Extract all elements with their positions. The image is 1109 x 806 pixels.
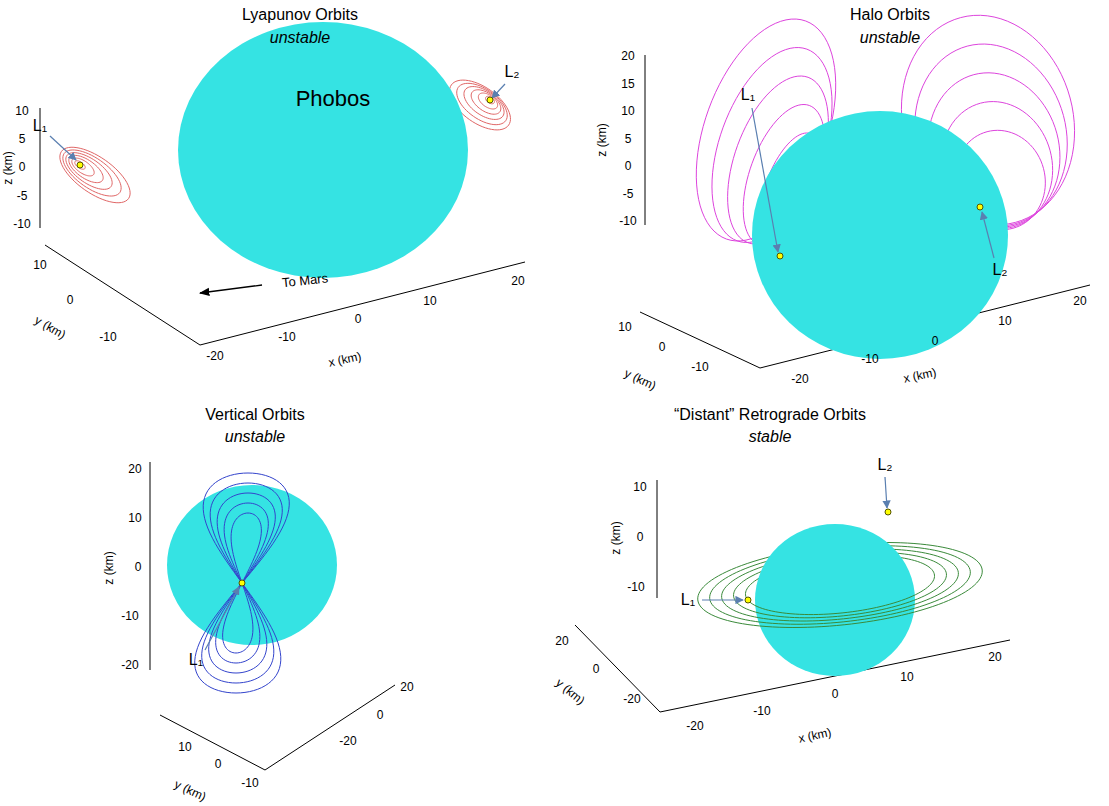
lagrange-label: L₂ [992, 261, 1007, 279]
tick-label: 20 [621, 50, 634, 63]
tick-label: -10 [99, 331, 116, 344]
lagrange-label: L₂ [504, 63, 519, 81]
axis-title: z (km) [610, 521, 623, 554]
axis-title: z (km) [103, 551, 116, 584]
moon-sphere [752, 111, 1008, 359]
stability-note: stable [749, 428, 792, 446]
stability-note: unstable [225, 428, 286, 446]
tick-label: 0 [932, 335, 939, 348]
panel-title: Vertical Orbits [205, 406, 305, 424]
tick-label: -5 [623, 188, 634, 201]
tick-label: -20 [791, 373, 808, 386]
orbit-curves [195, 473, 982, 693]
tick-label: 10 [128, 512, 141, 525]
tick-label: 10 [900, 671, 913, 684]
tick-label: 0 [377, 709, 384, 722]
tick-label: 20 [988, 651, 1001, 664]
tick-label: -10 [619, 215, 636, 228]
tick-label: 10 [998, 315, 1011, 328]
tick-label: 10 [633, 481, 646, 494]
tick-label: -20 [121, 659, 138, 672]
tick-label: 0 [593, 663, 600, 676]
tick-label: -20 [339, 735, 356, 748]
lagrange-label: L₂ [877, 456, 892, 474]
axis-title: y (km) [622, 367, 658, 393]
tick-label: 5 [19, 133, 26, 146]
axis-title: z (km) [596, 123, 609, 156]
lagrange-label: L₁ [741, 86, 755, 104]
lagrange-label: L₁ [189, 651, 203, 669]
tick-label: -10 [861, 353, 878, 366]
moon-sphere: Phobos [178, 22, 488, 278]
axis-title: y (km) [32, 314, 67, 342]
tick-label: 10 [618, 321, 631, 334]
moon-sphere [755, 524, 915, 676]
tick-label: 10 [33, 259, 46, 272]
tick-label: 0 [832, 688, 839, 701]
tick-label: 20 [400, 681, 413, 694]
tick-label: -10 [753, 705, 770, 718]
axis-title: x (km) [797, 726, 832, 746]
tick-label: -5 [17, 190, 28, 203]
tick-label: -10 [278, 331, 295, 344]
tick-label: -20 [686, 720, 703, 733]
tick-label: 0 [355, 313, 362, 326]
tick-label: 10 [15, 105, 28, 118]
stability-note: unstable [860, 29, 921, 47]
axis-title: x (km) [902, 366, 937, 386]
lagrange-label: L₁ [33, 117, 47, 135]
tick-label: 0 [637, 531, 644, 544]
tick-label: 20 [1073, 295, 1086, 308]
body-name: Phobos [178, 22, 488, 112]
panel-title: “Distant” Retrograde Orbits [674, 406, 866, 424]
tick-label: 0 [135, 561, 142, 574]
tick-label: 5 [625, 133, 632, 146]
tick-label: 10 [621, 105, 634, 118]
axis-title: z (km) [2, 151, 15, 184]
tick-label: 10 [423, 295, 436, 308]
tick-label: 15 [621, 78, 634, 91]
axis-title: x (km) [327, 350, 362, 370]
direction-arrow [200, 285, 262, 293]
panel-title: Lyapunov Orbits [242, 6, 358, 24]
tick-label: 20 [511, 275, 524, 288]
tick-label: -10 [13, 218, 30, 231]
tick-label: -10 [121, 610, 138, 623]
stability-note: unstable [270, 29, 331, 47]
tick-label: -20 [206, 350, 223, 363]
tick-label: -20 [623, 693, 640, 706]
tick-label: 0 [659, 341, 666, 354]
tick-label: -10 [691, 361, 708, 374]
axis-title: y (km) [553, 676, 587, 708]
panel-title: Halo Orbits [850, 6, 930, 24]
tick-label: -10 [241, 777, 258, 790]
tick-label: 0 [67, 294, 74, 307]
tick-label: 0 [215, 758, 222, 771]
tick-label: 20 [555, 635, 568, 648]
sphere-outline [178, 22, 468, 278]
tick-label: -10 [627, 581, 644, 594]
direction-label: To Mars [281, 271, 328, 290]
tick-label: 20 [128, 463, 141, 476]
lagrange-label: L₁ [681, 591, 695, 609]
axis-title: y (km) [172, 778, 208, 804]
tick-label: 0 [625, 160, 632, 173]
tick-label: 0 [19, 161, 26, 174]
tick-label: 10 [178, 741, 191, 754]
